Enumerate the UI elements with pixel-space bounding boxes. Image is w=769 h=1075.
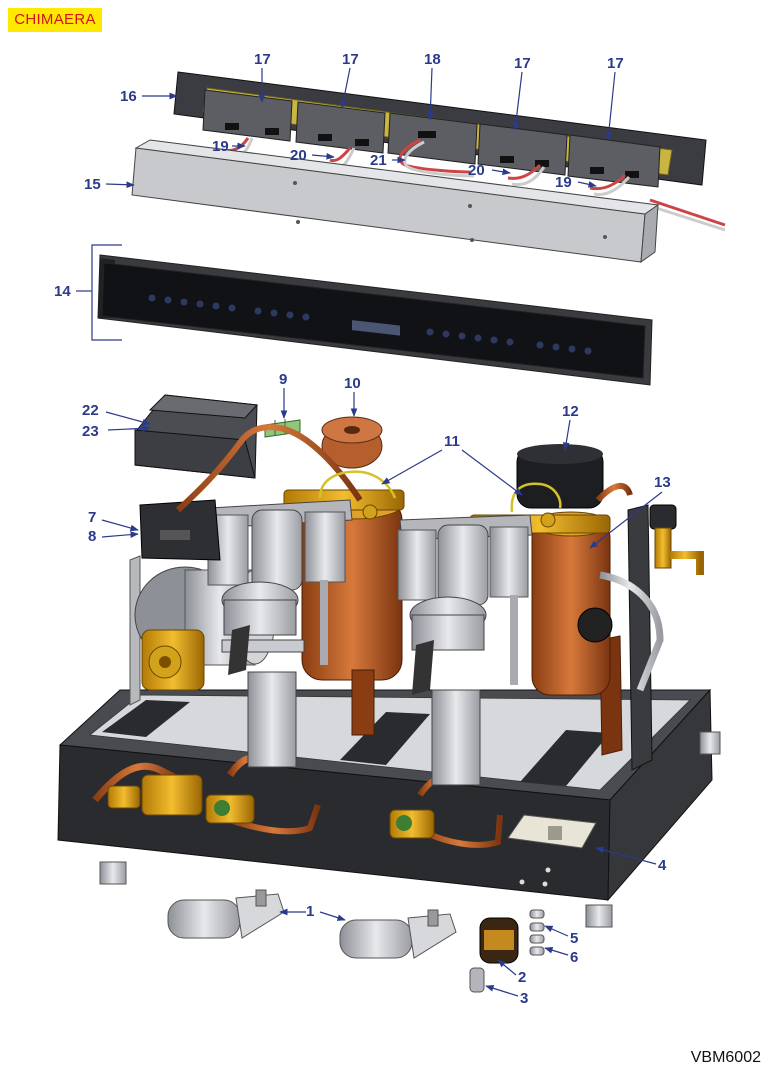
callout-11: 11: [444, 433, 460, 450]
copper-piping: [175, 424, 633, 520]
solenoid-valve-2: [339, 909, 457, 959]
callout-4: 4: [658, 857, 667, 874]
electronic-modules: [202, 89, 661, 188]
callout-5: 5: [570, 930, 578, 947]
callout-16: 16: [120, 88, 137, 105]
callout-1: 1: [306, 903, 314, 920]
boiler-right: [531, 511, 611, 696]
callout-17-c: 17: [514, 55, 531, 72]
callout-18: 18: [424, 51, 441, 68]
heating-element-bracket: [469, 967, 485, 993]
base-water-circuit: [92, 754, 503, 848]
callout-3: 3: [520, 990, 528, 1007]
electronic-control-box: [134, 394, 259, 479]
group-heating-element: [479, 917, 519, 964]
callout-19-a: 19: [212, 138, 229, 155]
model-name-badge: CHIMAERA: [8, 8, 102, 32]
callout-10: 10: [344, 375, 361, 392]
callout-17-b: 17: [342, 51, 359, 68]
callout-6: 6: [570, 949, 578, 966]
callout-20-a: 20: [290, 147, 307, 164]
junction-box: [507, 814, 597, 849]
callout-20-b: 20: [468, 162, 485, 179]
callout-21: 21: [370, 152, 387, 169]
callout-7: 7: [88, 509, 96, 526]
brew-group-right: [397, 514, 533, 786]
callout-22: 22: [82, 402, 99, 419]
callout-15: 15: [84, 176, 101, 193]
fuses: [529, 909, 545, 956]
electronics-enclosure: [131, 139, 660, 264]
rear-brackets: [129, 504, 653, 771]
leader-lines: [76, 67, 663, 997]
callout-numbers: 16 17 17 18 17 17 19 20 21 20 19 15 14 9…: [54, 51, 671, 1007]
brew-group-left: [207, 499, 353, 768]
callout-9: 9: [279, 371, 287, 388]
callout-14: 14: [54, 283, 71, 300]
solenoid-valve-1: [167, 889, 285, 939]
pump-head: [141, 629, 205, 691]
callout-12: 12: [562, 403, 579, 420]
toroidal-ferrite: [321, 416, 383, 469]
drawing-code: VBM6002: [690, 1049, 761, 1066]
callout-13: 13: [654, 474, 671, 491]
front-control-panel: [97, 254, 653, 386]
callout-2: 2: [518, 969, 526, 986]
front-panel-buttons: [148, 294, 592, 355]
sensor-wires: [318, 470, 562, 513]
callout-23: 23: [82, 423, 99, 440]
machine-feet: [99, 731, 721, 928]
callout-17-d: 17: [607, 55, 624, 72]
callout-8: 8: [88, 528, 96, 545]
callout-19-b: 19: [555, 174, 572, 191]
callout-17-a: 17: [254, 51, 271, 68]
steam-valve-assembly: [577, 504, 704, 692]
